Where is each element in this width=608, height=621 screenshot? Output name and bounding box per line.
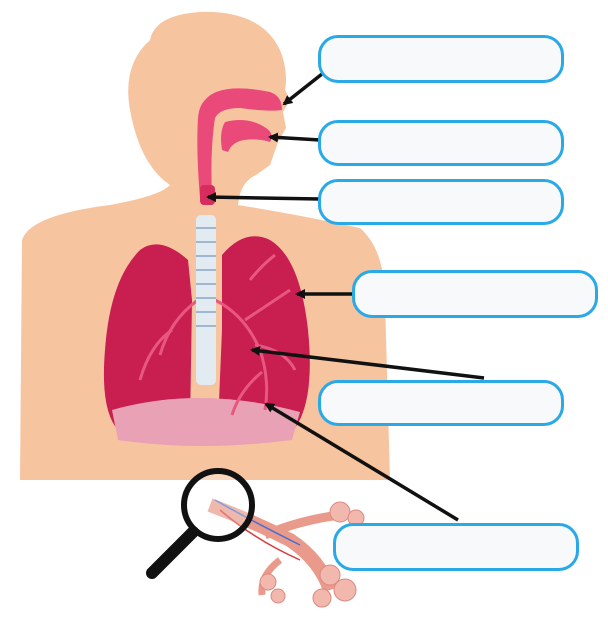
label-box-6[interactable] (333, 523, 579, 571)
larynx (200, 185, 215, 205)
label-box-1[interactable] (318, 35, 564, 83)
magnifier-icon (152, 471, 252, 573)
label-box-5[interactable] (318, 380, 564, 426)
arrow-3 (208, 197, 320, 199)
label-box-2[interactable] (318, 120, 564, 166)
label-box-3[interactable] (318, 179, 564, 225)
arrow-1 (284, 74, 322, 104)
label-box-4[interactable] (352, 270, 598, 318)
trachea (196, 215, 216, 385)
